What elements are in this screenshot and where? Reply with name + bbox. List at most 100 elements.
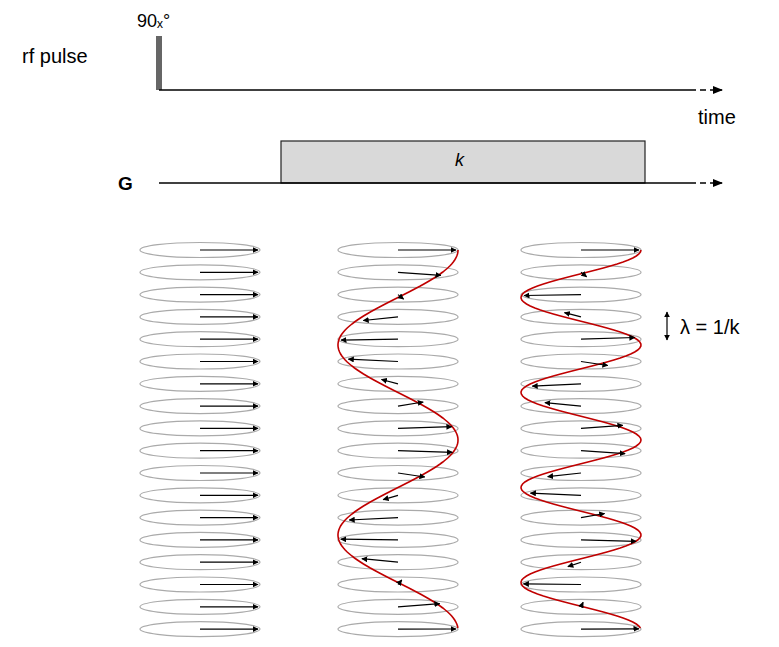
spin-orbit xyxy=(140,510,260,525)
spin-vector xyxy=(581,514,605,518)
spin-vector xyxy=(524,583,582,585)
spin-vector xyxy=(532,384,581,386)
rf-pulse xyxy=(156,36,162,90)
spin-orbit xyxy=(521,466,641,481)
spin-vector xyxy=(581,602,583,607)
spin-vector xyxy=(200,517,258,518)
spin-vector xyxy=(565,313,582,317)
spin-orbit xyxy=(521,577,641,592)
spin-vector xyxy=(200,472,258,473)
spin-vector xyxy=(200,450,258,451)
spin-vector xyxy=(531,493,582,495)
spin-vector xyxy=(341,339,398,341)
spin-orbit xyxy=(140,265,260,280)
spin-orbit xyxy=(521,265,641,280)
axis-label: G xyxy=(118,174,133,195)
spin-orbit xyxy=(140,399,260,414)
spin-vector xyxy=(200,428,258,429)
spin-orbit xyxy=(521,532,641,547)
spin-vector xyxy=(200,249,258,250)
spin-vector xyxy=(581,425,623,428)
spin-vector xyxy=(348,359,398,361)
spin-orbit xyxy=(140,599,260,614)
spin-orbit xyxy=(521,332,641,347)
spin-vector xyxy=(200,316,258,317)
spin-vector xyxy=(349,518,398,520)
spin-orbit xyxy=(140,332,260,347)
phase-helix xyxy=(521,250,641,628)
gradient-axis xyxy=(159,182,690,184)
spin-orbit xyxy=(140,622,260,637)
spin-orbit xyxy=(521,555,641,570)
spin-vector xyxy=(398,604,440,607)
spin-vector xyxy=(581,362,608,366)
spin-vector xyxy=(581,540,636,541)
spin-vector xyxy=(200,406,258,407)
spin-orbit xyxy=(338,354,458,369)
spin-vector xyxy=(581,628,639,629)
spin-vector xyxy=(200,294,258,295)
spin-vector xyxy=(200,272,258,273)
spin-vector xyxy=(548,473,581,477)
spin-orbit xyxy=(521,376,641,391)
spin-orbit xyxy=(338,555,458,570)
spin-vector xyxy=(200,495,258,496)
spin-vector xyxy=(581,338,635,340)
spin-orbit xyxy=(338,399,458,414)
spin-orbit xyxy=(140,577,260,592)
wavelength-arrow xyxy=(666,312,667,340)
spin-orbit xyxy=(140,488,260,503)
spin-orbit xyxy=(338,466,458,481)
spin-vector xyxy=(581,249,639,250)
spin-orbit xyxy=(338,421,458,436)
spin-vector xyxy=(398,427,452,429)
spin-orbit xyxy=(338,309,458,324)
spin-orbit xyxy=(140,376,260,391)
spin-orbit xyxy=(140,243,260,258)
spin-vector xyxy=(200,383,258,384)
phase-helix xyxy=(338,250,458,628)
spin-vector xyxy=(398,628,456,629)
spin-vector xyxy=(383,495,398,499)
spin-orbit xyxy=(521,622,641,637)
spin-orbit xyxy=(521,599,641,614)
spin-orbit xyxy=(338,332,458,347)
wavelength-label: λ = 1/k xyxy=(680,316,739,338)
spin-stacks xyxy=(140,243,641,637)
spin-orbit xyxy=(521,399,641,414)
spin-orbit xyxy=(140,421,260,436)
spin-orbit xyxy=(521,488,641,503)
spin-vector xyxy=(200,584,258,585)
spin-vector xyxy=(398,402,423,406)
spin-vector xyxy=(398,249,456,250)
spin-vector xyxy=(398,473,425,477)
time-axis xyxy=(159,89,690,91)
spin-orbit xyxy=(140,443,260,458)
spin-vector xyxy=(341,539,398,541)
spin-vector xyxy=(524,294,581,296)
time-axis-dashed xyxy=(690,89,722,91)
spin-orbit xyxy=(338,443,458,458)
spin-orbit xyxy=(140,309,260,324)
spin-orbit xyxy=(338,510,458,525)
spin-orbit xyxy=(140,354,260,369)
spin-vector xyxy=(363,317,398,321)
spin-orbit xyxy=(140,532,260,547)
spin-vector xyxy=(398,272,441,275)
spin-orbit xyxy=(521,309,641,324)
spin-orbit xyxy=(140,555,260,570)
spin-vector xyxy=(200,539,258,540)
gradient-axis-dashed xyxy=(690,182,722,184)
spin-orbit xyxy=(338,265,458,280)
pulse-angle: 90ₓ° xyxy=(137,12,170,32)
spin-orbit xyxy=(521,287,641,302)
spin-orbit xyxy=(338,488,458,503)
axis-label: time xyxy=(698,106,736,128)
spin-orbit xyxy=(338,287,458,302)
spin-orbit xyxy=(521,443,641,458)
spin-orbit xyxy=(521,243,641,258)
spin-orbit xyxy=(338,622,458,637)
axis-label: rf pulse xyxy=(22,45,88,67)
spin-orbit xyxy=(338,532,458,547)
